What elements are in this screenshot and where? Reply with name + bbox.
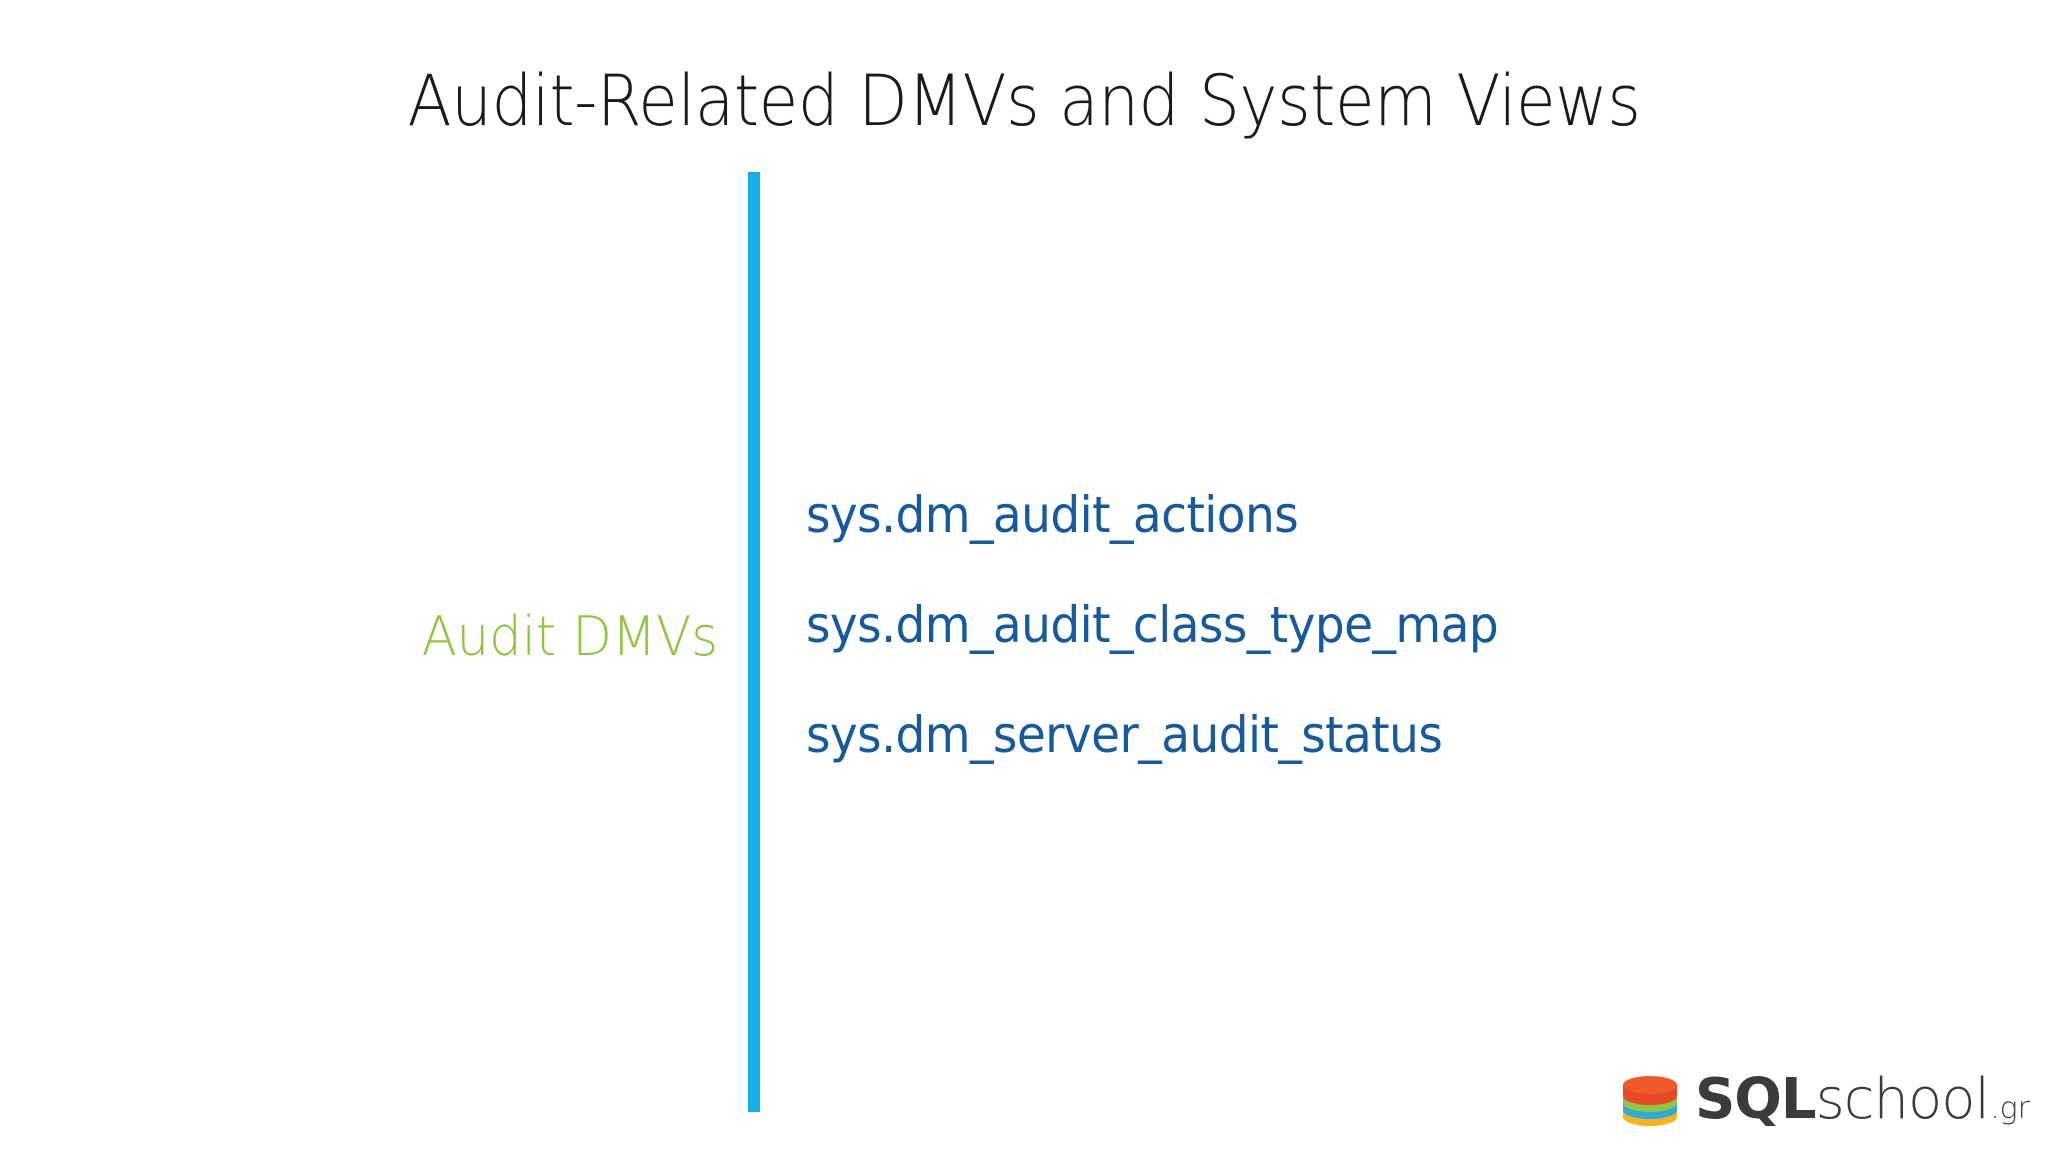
vertical-accent-bar: [748, 172, 760, 1112]
logo-text-tld: .gr: [1990, 1091, 2030, 1126]
logo-wordmark: SQL school .gr: [1695, 1072, 2030, 1128]
page-title: Audit-Related DMVs and System Views: [407, 59, 1641, 142]
list-item: sys.dm_audit_class_type_map: [806, 596, 1499, 654]
logo-text-school: school: [1815, 1067, 1991, 1132]
list-item: sys.dm_server_audit_status: [806, 706, 1443, 764]
list-item: sys.dm_audit_actions: [806, 486, 1299, 544]
database-cylinder-icon: [1622, 1076, 1677, 1126]
category-label-audit-dmvs: Audit DMVs: [421, 605, 718, 668]
dmv-list: sys.dm_audit_actions sys.dm_audit_class_…: [806, 490, 1956, 760]
sqlschool-logo: SQL school .gr: [1619, 1062, 2030, 1138]
logo-text-sql: SQL: [1694, 1067, 1817, 1132]
